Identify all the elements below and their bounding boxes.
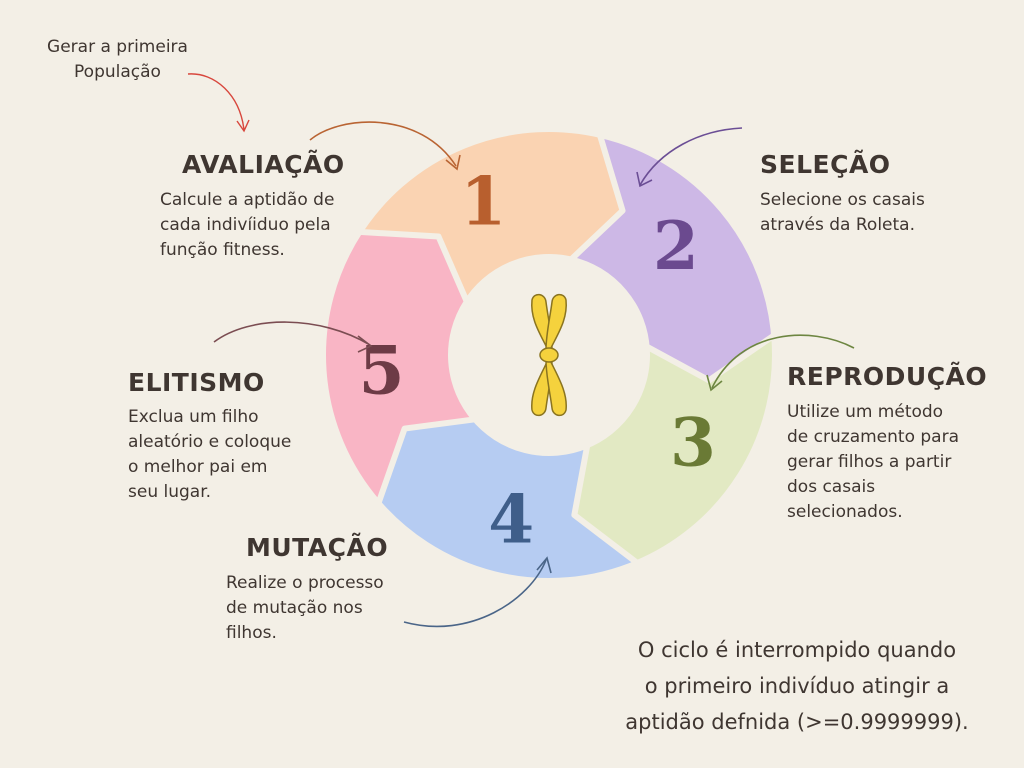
step-4-description: Realize o processo de mutação nos filhos… (226, 571, 384, 646)
step-1-number: 1 (460, 162, 506, 240)
step-1-line-3: função fitness. (160, 240, 285, 260)
step-3-line-5: selecionados. (787, 502, 903, 522)
step-4-line-2: de mutação nos (226, 598, 363, 618)
arrow-to-step-3 (706, 334, 855, 392)
step-1-line-1: Calcule a aptidão de (160, 190, 335, 210)
step-4-title: MUTAÇÃO (246, 533, 389, 562)
step-3-number: 3 (670, 404, 716, 482)
step-3-line-3: gerar filhos a partir (787, 452, 952, 472)
step-2-number: 2 (653, 207, 699, 285)
step-5-line-4: seu lugar. (128, 482, 212, 502)
curved-arrows (187, 73, 855, 628)
step-5-line-2: aleatório e coloque (128, 432, 292, 452)
stop-condition-note: O ciclo é interrompido quando o primeiro… (612, 632, 982, 740)
step-4-line-3: filhos. (226, 623, 277, 643)
note-line-2: o primeiro indivíduo atingir a (644, 674, 950, 698)
step-5-line-3: o melhor pai em (128, 457, 268, 477)
step-3-line-2: de cruzamento para (787, 427, 959, 447)
cycle-segments (320, 126, 778, 584)
step-5-number: 5 (359, 332, 405, 410)
arrow-to-step-4 (403, 556, 552, 628)
step-5-title: ELITISMO (128, 368, 265, 397)
start-label: Gerar a primeira População (30, 35, 205, 85)
step-4-number: 4 (488, 481, 534, 559)
chromosome-icon (531, 293, 567, 417)
arrow-to-step-1 (309, 121, 461, 171)
step-5-line-1: Exclua um filho (128, 407, 259, 427)
step-3-line-1: Utilize um método (787, 402, 944, 422)
step-2-description: Selecione os casais através da Roleta. (760, 188, 925, 238)
step-5-description: Exclua um filho aleatório e coloque o me… (128, 405, 291, 505)
step-3-title: REPRODUÇÃO (787, 362, 988, 391)
arrow-to-step-2 (636, 127, 743, 188)
arrow-to-step-5 (213, 321, 373, 353)
step-2-title: SELEÇÃO (760, 150, 891, 179)
step-3-description: Utilize um método de cruzamento para ger… (787, 400, 959, 525)
step-3-line-4: dos casais (787, 477, 876, 497)
step-5-segment (320, 228, 479, 507)
start-label-line-2: População (74, 62, 161, 82)
step-1-description: Calcule a aptidão de cada indivíiduo pel… (160, 188, 334, 263)
step-2-line-1: Selecione os casais (760, 190, 925, 210)
step-2-line-2: através da Roleta. (760, 215, 916, 235)
start-arrow (187, 73, 250, 133)
start-label-line-1: Gerar a primeira (47, 37, 188, 57)
step-1-line-2: cada indivíiduo pela (160, 215, 331, 235)
note-line-1: O ciclo é interrompido quando (637, 638, 957, 662)
note-line-3: aptidão defnida (>=0.9999999). (625, 710, 969, 734)
step-4-line-1: Realize o processo (226, 573, 384, 593)
step-numbers: 1 2 3 4 5 (359, 162, 716, 558)
step-1-title: AVALIAÇÃO (182, 150, 345, 179)
